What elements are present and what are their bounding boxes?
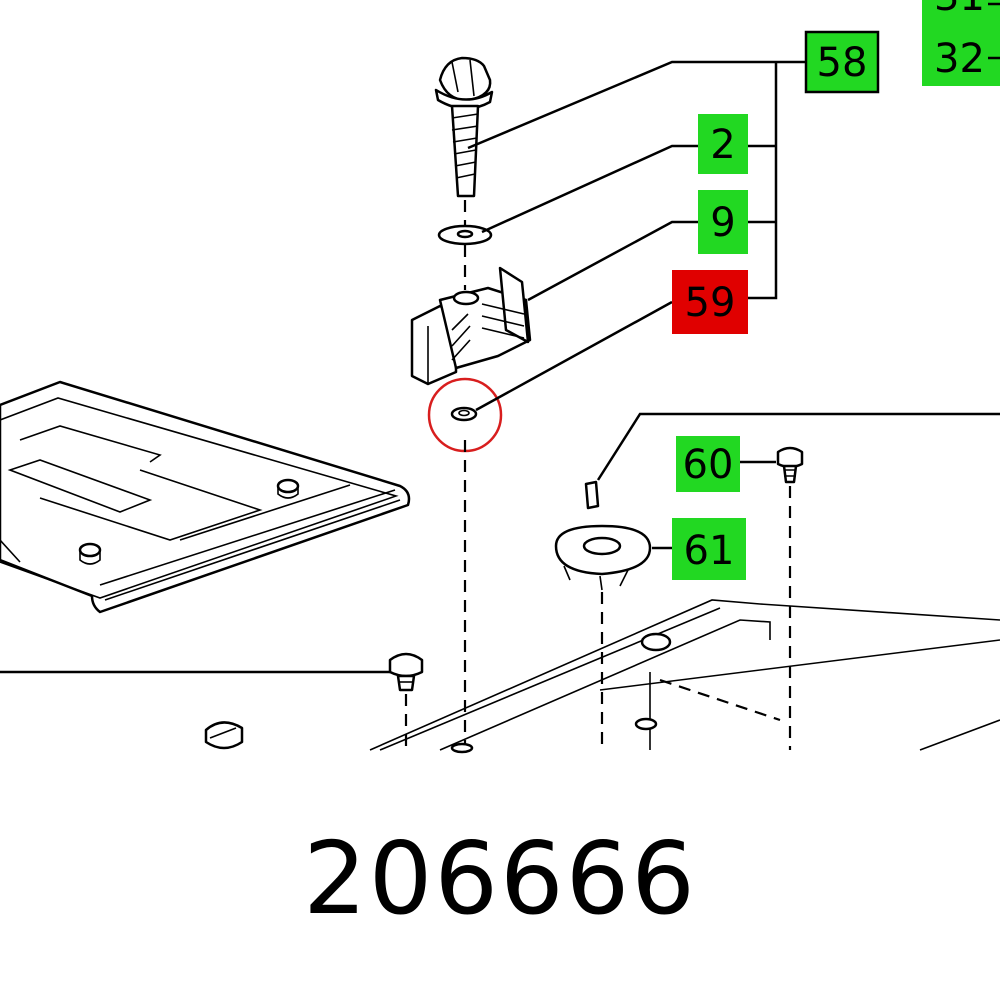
svg-text:59: 59 [685, 280, 736, 326]
label-58: 58 [804, 30, 880, 94]
label-31-32: 31 32 [922, 0, 1000, 86]
label-2: 2 [698, 114, 748, 174]
svg-text:32: 32 [934, 36, 985, 82]
washer-2 [437, 224, 493, 246]
label-9: 9 [698, 190, 748, 254]
label-59: 59 [672, 270, 748, 334]
svg-text:2: 2 [710, 122, 735, 168]
base-plate [0, 380, 411, 614]
washer-59 [450, 406, 478, 422]
part-number: 206666 [303, 820, 697, 937]
svg-text:60: 60 [683, 442, 734, 488]
leader-lines [467, 60, 808, 412]
right-assembly [369, 412, 1000, 754]
bracket-9 [410, 266, 532, 386]
svg-text:31: 31 [934, 0, 985, 20]
svg-text:61: 61 [684, 528, 735, 574]
label-61: 61 [672, 518, 746, 580]
screw-bottom-left [0, 652, 424, 750]
svg-text:58: 58 [817, 40, 868, 86]
label-60: 60 [676, 436, 740, 492]
svg-text:9: 9 [710, 200, 735, 246]
screw-58 [434, 56, 494, 198]
